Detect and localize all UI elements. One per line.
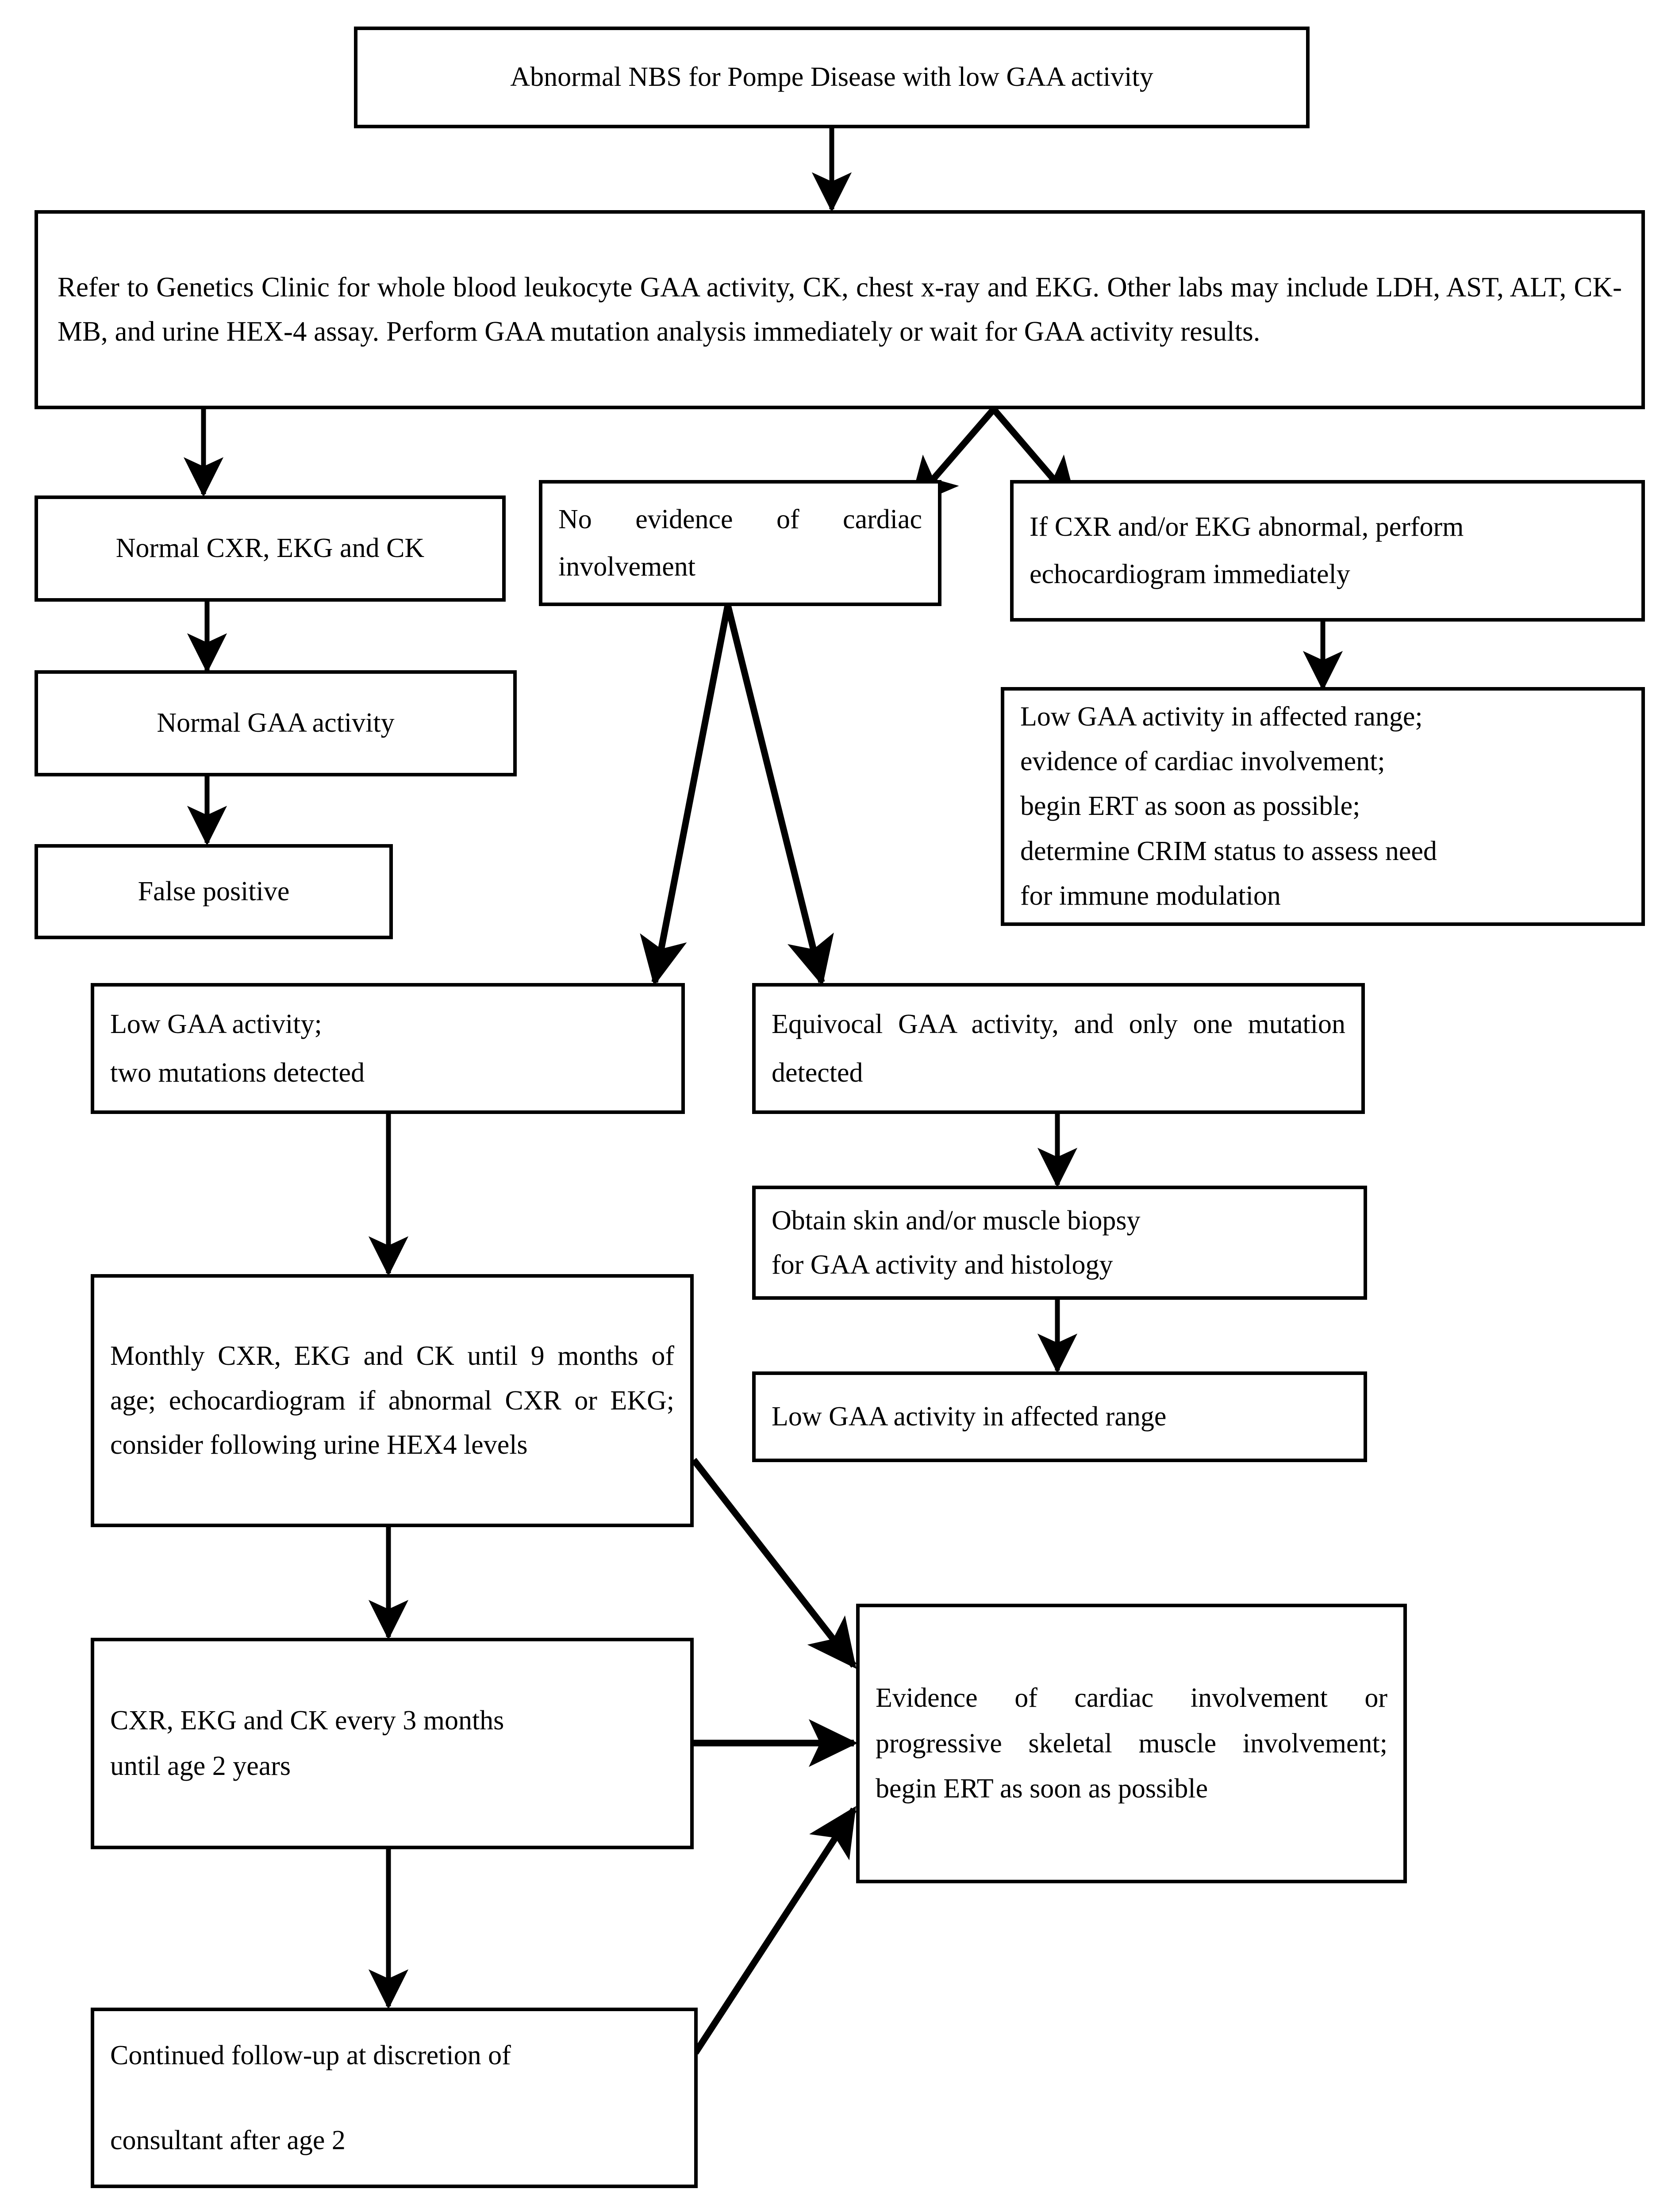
node-false-positive-label: False positive (138, 876, 290, 906)
node-evidence-cardiac-begin-ert-label: Evidence of cardiac involvement or progr… (876, 1682, 1387, 1804)
node-false-positive[interactable]: False positive (35, 844, 393, 939)
node-no-cardiac-involvement[interactable]: No evidence of cardiac involvement (539, 480, 941, 606)
node-abnormal-cxr-echo[interactable]: If CXR and/or EKG abnormal, perform echo… (1010, 480, 1645, 622)
node-normal-gaa-activity-label: Normal GAA activity (157, 708, 395, 738)
edge-monthly-to-evidence-cardiac (691, 1458, 857, 1669)
edge-no-cardiac-to-equivocal-gaa (724, 604, 834, 986)
node-obtain-biopsy-label: Obtain skin and/or muscle biopsy for GAA… (772, 1205, 1141, 1280)
edge-continued-followup-to-evidence-cardiac (692, 1806, 857, 2055)
node-continued-followup-label: Continued follow-up at discretion of con… (110, 2040, 511, 2156)
node-start[interactable]: Abnormal NBS for Pompe Disease with low … (354, 27, 1310, 128)
node-evidence-cardiac-begin-ert[interactable]: Evidence of cardiac involvement or progr… (856, 1604, 1407, 1883)
node-low-gaa-cardiac-ert-label: Low GAA activity in affected range; evid… (1020, 702, 1437, 911)
node-quarterly-monitoring-label: CXR, EKG and CK every 3 months until age… (110, 1705, 504, 1781)
node-no-cardiac-involvement-label: No evidence of cardiac involvement (558, 504, 922, 582)
node-normal-cxr[interactable]: Normal CXR, EKG and CK (35, 495, 506, 602)
node-obtain-biopsy[interactable]: Obtain skin and/or muscle biopsy for GAA… (752, 1186, 1367, 1300)
node-low-gaa-two-mutations-label: Low GAA activity; two mutations detected (110, 1009, 365, 1088)
node-monthly-monitoring-label: Monthly CXR, EKG and CK until 9 months o… (110, 1341, 674, 1460)
node-equivocal-gaa-one-mutation-label: Equivocal GAA activity, and only one mut… (772, 1009, 1345, 1088)
node-low-gaa-affected-range-label: Low GAA activity in affected range (772, 1401, 1167, 1432)
node-equivocal-gaa-one-mutation[interactable]: Equivocal GAA activity, and only one mut… (752, 983, 1365, 1114)
node-low-gaa-cardiac-ert[interactable]: Low GAA activity in affected range; evid… (1001, 687, 1645, 926)
node-monthly-monitoring[interactable]: Monthly CXR, EKG and CK until 9 months o… (91, 1274, 694, 1527)
node-refer-genetics[interactable]: Refer to Genetics Clinic for whole blood… (35, 210, 1645, 409)
node-refer-genetics-label: Refer to Genetics Clinic for whole blood… (58, 272, 1622, 347)
node-abnormal-cxr-echo-label: If CXR and/or EKG abnormal, perform echo… (1030, 512, 1464, 589)
node-normal-gaa-activity[interactable]: Normal GAA activity (35, 670, 517, 776)
node-start-label: Abnormal NBS for Pompe Disease with low … (510, 62, 1153, 92)
node-low-gaa-affected-range[interactable]: Low GAA activity in affected range (752, 1371, 1367, 1462)
node-continued-followup[interactable]: Continued follow-up at discretion of con… (91, 2008, 698, 2188)
node-normal-cxr-label: Normal CXR, EKG and CK (115, 533, 425, 564)
edge-no-cardiac-to-low-gaa-two-mut (640, 604, 731, 986)
node-quarterly-monitoring[interactable]: CXR, EKG and CK every 3 months until age… (91, 1638, 694, 1849)
node-low-gaa-two-mutations[interactable]: Low GAA activity; two mutations detected (91, 983, 685, 1114)
